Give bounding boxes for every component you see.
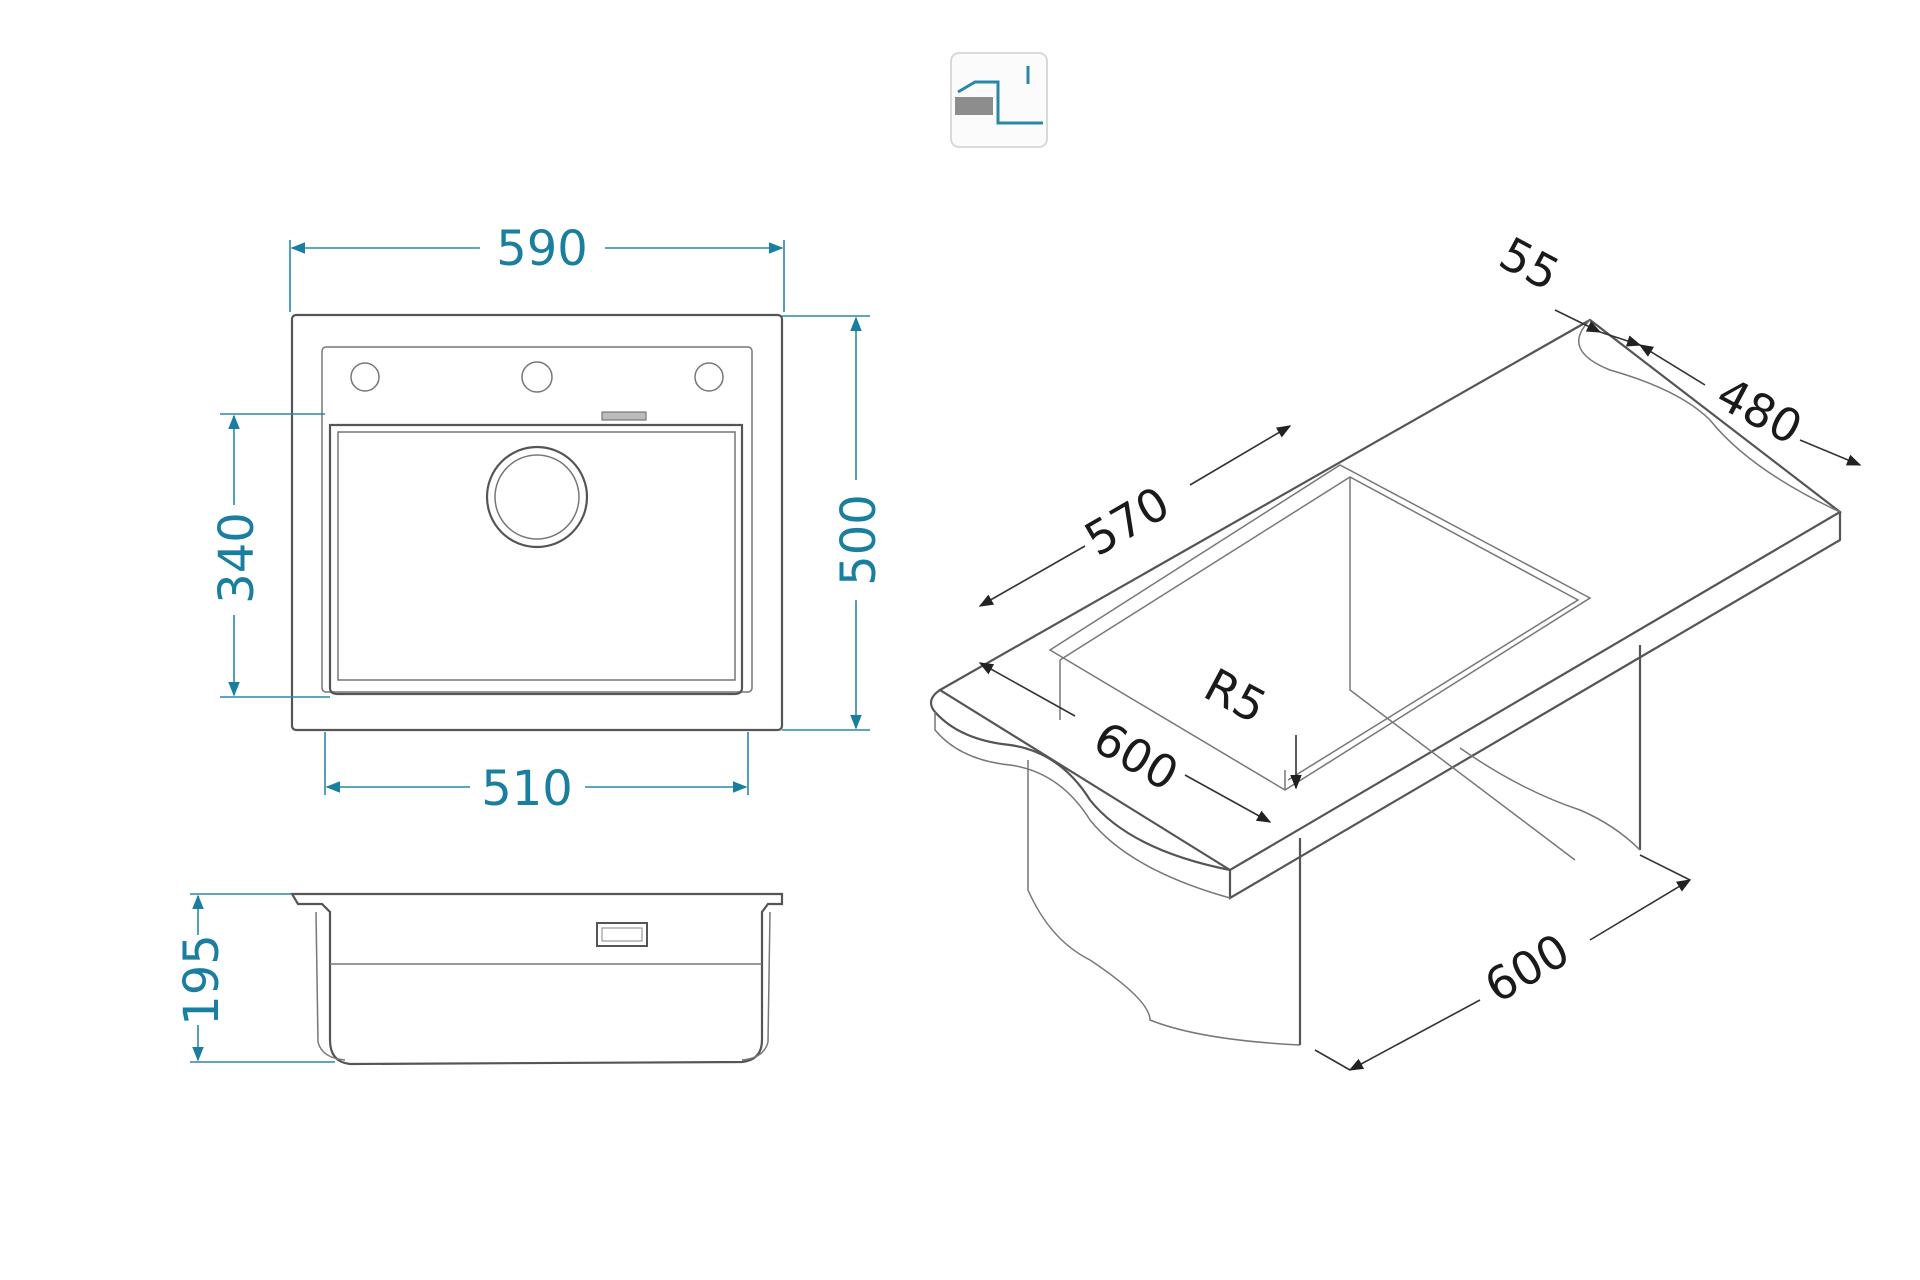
drain-outer <box>485 445 589 549</box>
dim-depth: 195 <box>174 934 230 1026</box>
dim-cutout-depth: 480 <box>1708 366 1811 455</box>
dim-worktop-depth: 600 <box>1084 711 1187 802</box>
dim-overall-depth: 500 <box>831 494 887 586</box>
dim-bowl-width: 510 <box>481 761 573 817</box>
tap-hole-center <box>521 361 553 393</box>
top-view: 590 500 340 510 <box>209 221 887 817</box>
dim-radius: R5 <box>1196 658 1275 734</box>
tap-hole-left <box>350 362 380 392</box>
dim-bowl-depth: 340 <box>209 512 265 604</box>
dim-cabinet-width: 600 <box>1475 923 1578 1014</box>
dim-rim-offset: 55 <box>1491 226 1568 301</box>
isometric-view: 55 480 570 R5 600 600 <box>929 226 1862 1071</box>
dim-overall-width: 590 <box>496 221 588 277</box>
dim-cutout-width: 570 <box>1075 476 1178 567</box>
drain-inner <box>494 454 580 540</box>
side-view: 195 <box>174 892 784 1066</box>
tap-hole-right <box>694 362 724 392</box>
undermount-installation-icon <box>950 52 1048 148</box>
overflow-outlet <box>596 922 648 947</box>
